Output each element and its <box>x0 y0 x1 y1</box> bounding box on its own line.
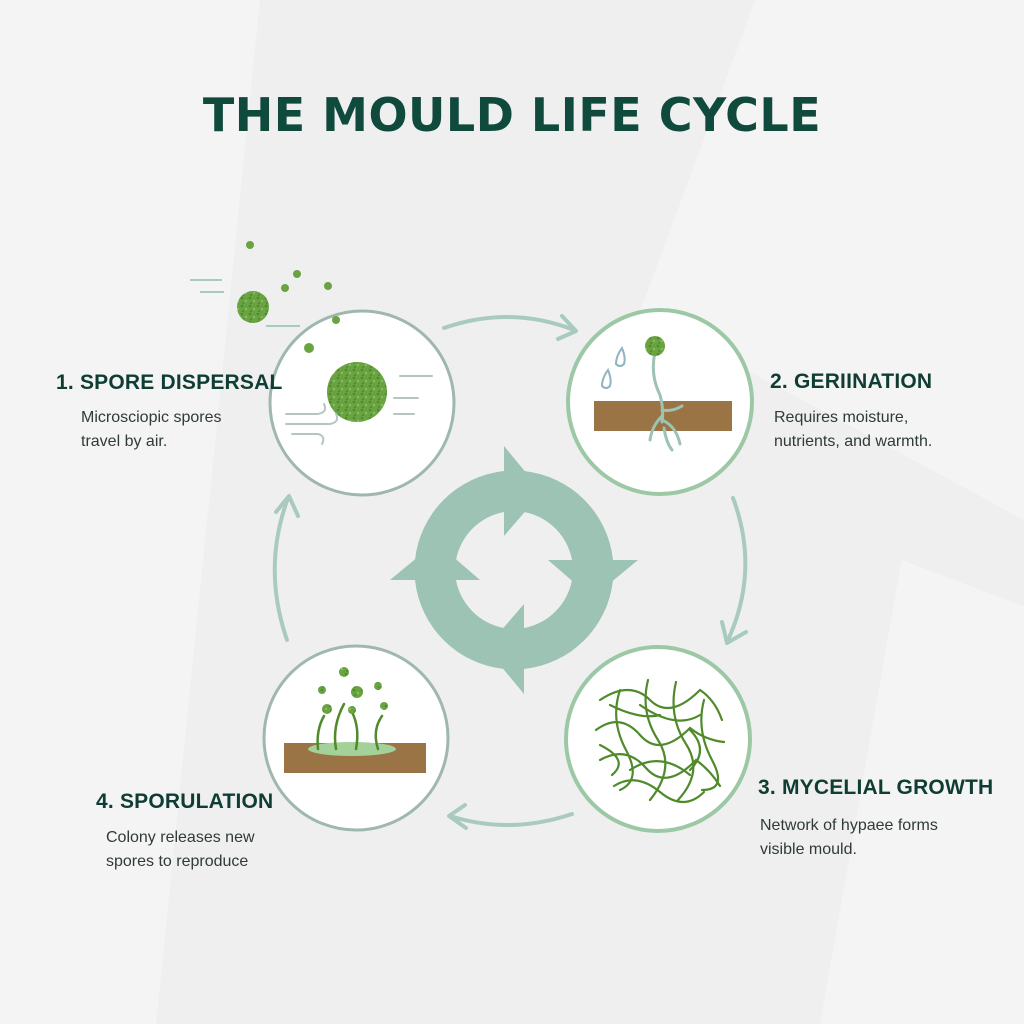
step-1-description: Microsciopic spores travel by air. <box>81 409 222 450</box>
arrow-step1-to-step2-head <box>556 314 578 341</box>
arrow-step4-to-step1-head <box>274 494 300 518</box>
step-2-title: 2. GERIINATION <box>770 370 933 393</box>
germinating-spore-icon <box>566 308 754 496</box>
step-4-title: 4. SPORULATION <box>96 790 274 813</box>
step-3-title: 3. MYCELIAL GROWTH <box>758 776 994 799</box>
arrow-step4-to-step1 <box>272 496 290 642</box>
arrow-step1-to-step2 <box>442 315 576 332</box>
page-title: THE MOULD LIFE CYCLE <box>202 88 822 142</box>
center-cycle-icon <box>390 446 638 694</box>
spore-wind-icon <box>268 309 456 497</box>
floating-spores <box>190 241 332 327</box>
sporulating-colony-icon <box>262 644 450 832</box>
arrow-step3-to-step4-head <box>447 803 468 830</box>
hyphae-network-icon <box>564 645 752 833</box>
arrow-step3-to-step4 <box>448 812 574 827</box>
step-3-description: Network of hypaee forms visible mould. <box>760 817 938 858</box>
outer-cycle-arrows <box>272 314 748 830</box>
step-4-description: Colony releases new spores to reproduce <box>106 829 255 870</box>
arrow-step2-to-step3 <box>726 496 748 642</box>
step-2-description: Requires moisture, nutrients, and warmth… <box>774 409 933 450</box>
arrow-step2-to-step3-head <box>720 620 748 645</box>
step-1-title: 1. SPORE DISPERSAL <box>56 371 283 394</box>
